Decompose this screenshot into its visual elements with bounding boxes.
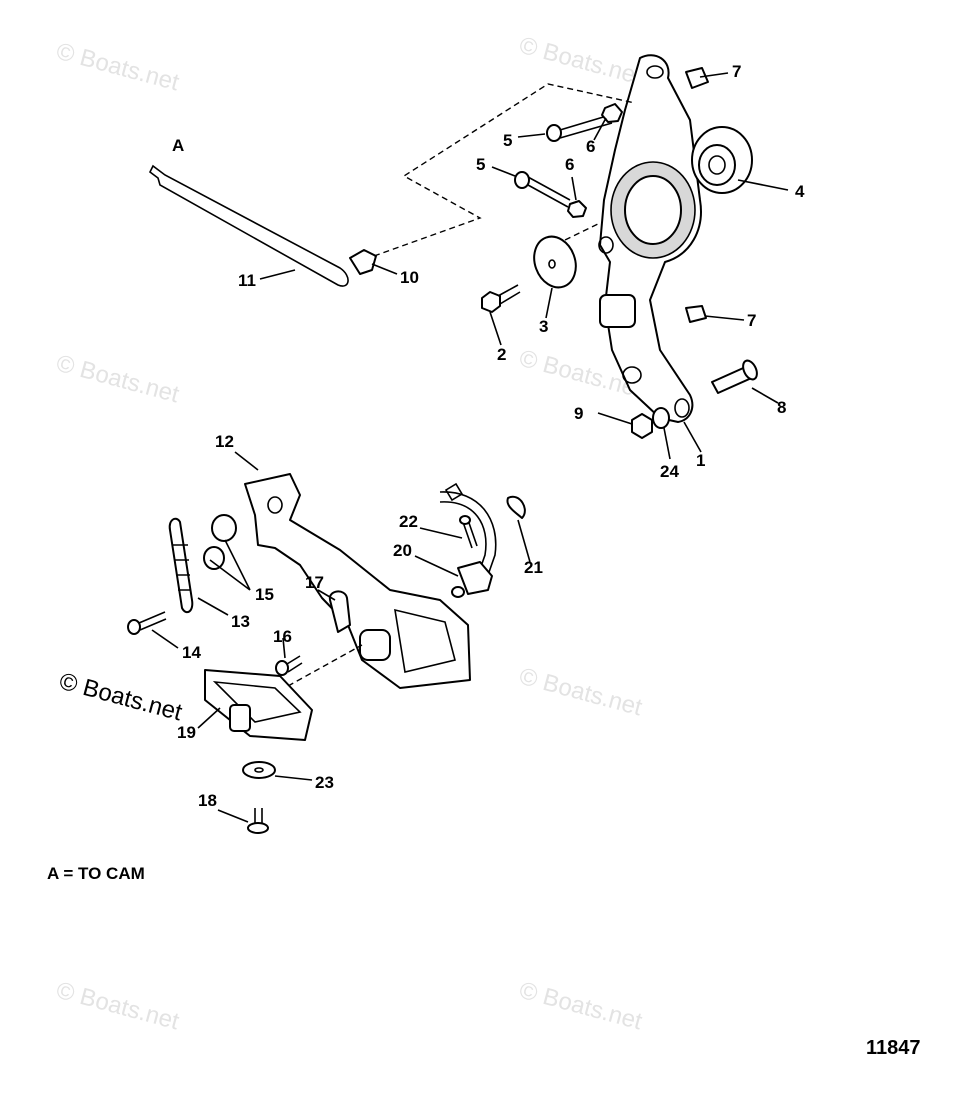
callout-15: 15 bbox=[255, 585, 274, 604]
watermark: © Boats.net bbox=[516, 32, 645, 91]
lock-nut bbox=[631, 413, 653, 439]
dash-line-bracket bbox=[287, 644, 363, 687]
callout-7-upper: 7 bbox=[732, 62, 741, 81]
mounting-plate bbox=[204, 669, 313, 741]
callout-24: 24 bbox=[660, 462, 679, 481]
screw-lower bbox=[514, 171, 571, 208]
callout-2: 2 bbox=[497, 345, 506, 364]
mount-screw bbox=[247, 808, 269, 834]
callout-20: 20 bbox=[393, 541, 412, 560]
callout-9: 9 bbox=[574, 404, 583, 423]
callout-16: 16 bbox=[273, 627, 292, 646]
screw-upper bbox=[546, 114, 613, 142]
dash-line-rod bbox=[373, 83, 636, 257]
callout-19: 19 bbox=[177, 723, 196, 742]
callout-10: 10 bbox=[400, 268, 419, 287]
watermark: © Boats.net bbox=[516, 977, 645, 1036]
grommet-bottom bbox=[203, 546, 225, 570]
legend-note: A = TO CAM bbox=[47, 864, 145, 883]
callout-6-upper: 6 bbox=[586, 137, 595, 156]
callout-17: 17 bbox=[305, 573, 324, 592]
spring-screw bbox=[127, 611, 167, 635]
bushing bbox=[691, 126, 753, 194]
callout-3: 3 bbox=[539, 317, 548, 336]
figure-number: 11847 bbox=[866, 1037, 921, 1059]
callout-18: 18 bbox=[198, 791, 217, 810]
block-lower bbox=[685, 305, 707, 323]
callout-22: 22 bbox=[399, 512, 418, 531]
callout-5-lower: 5 bbox=[476, 155, 485, 174]
flat-washer bbox=[242, 761, 276, 779]
watermark: © Boats.net bbox=[53, 977, 182, 1036]
spring bbox=[168, 517, 194, 614]
watermark: © Boats.net bbox=[516, 663, 645, 722]
grommet-top bbox=[211, 514, 237, 542]
callout-12: 12 bbox=[215, 432, 234, 451]
callout-a: A bbox=[172, 136, 184, 155]
callout-5-upper: 5 bbox=[503, 131, 512, 150]
pivot-bolt bbox=[711, 359, 758, 394]
bolt bbox=[481, 284, 521, 313]
callout-21: 21 bbox=[524, 558, 543, 577]
nut-upper bbox=[601, 103, 623, 123]
callout-13: 13 bbox=[231, 612, 250, 631]
throttle-lever bbox=[598, 54, 702, 423]
callout-1: 1 bbox=[696, 451, 705, 470]
callout-7-lower: 7 bbox=[747, 311, 756, 330]
watermark: © Boats.net bbox=[53, 350, 182, 409]
callout-6-lower: 6 bbox=[565, 155, 574, 174]
callout-11: 11 bbox=[238, 271, 256, 290]
callout-labels: A 7 5 6 5 6 4 11 10 3 7 2 8 9 1 24 12 22… bbox=[172, 62, 805, 810]
cable-assembly bbox=[439, 482, 526, 598]
callout-23: 23 bbox=[315, 773, 334, 792]
callout-8: 8 bbox=[777, 398, 786, 417]
callout-4: 4 bbox=[795, 182, 805, 201]
dash-line-lever bbox=[564, 222, 601, 241]
link-rod bbox=[148, 164, 377, 287]
spacer-washer bbox=[652, 407, 670, 429]
block-upper bbox=[685, 67, 709, 89]
bracket-arm bbox=[244, 473, 471, 689]
leader-lines bbox=[151, 72, 789, 823]
watermark-dark: © Boats.net bbox=[56, 668, 185, 727]
cable-clamp bbox=[328, 590, 351, 633]
watermark: © Boats.net bbox=[53, 38, 182, 97]
callout-14: 14 bbox=[182, 643, 201, 662]
watermark-group: © Boats.net © Boats.net © Boats.net © Bo… bbox=[53, 32, 645, 1036]
bracket-bolt bbox=[275, 655, 303, 676]
nut-lower bbox=[567, 200, 587, 218]
